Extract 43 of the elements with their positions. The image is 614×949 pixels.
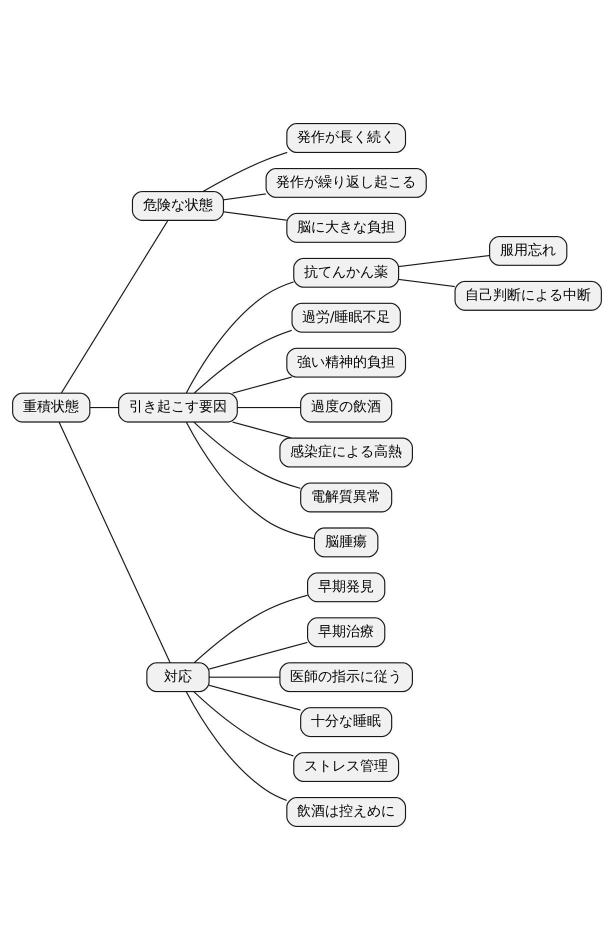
node-box: 飲酒は控えめに xyxy=(286,796,406,826)
connector xyxy=(232,376,292,394)
node-box: 電解質異常 xyxy=(300,482,392,512)
connector xyxy=(193,421,301,488)
connector xyxy=(60,220,168,393)
node-box: 引き起こす要因 xyxy=(118,392,238,422)
connector xyxy=(232,421,292,438)
node-box: 脳腫瘍 xyxy=(314,526,378,557)
connector xyxy=(186,690,287,800)
connector xyxy=(90,406,119,408)
node-box: 過度の飲酒 xyxy=(300,392,392,422)
connector xyxy=(194,594,308,663)
node-box: 脳に大きな負担 xyxy=(286,212,406,242)
node-box: 十分な睡眠 xyxy=(300,706,392,737)
connector xyxy=(209,676,280,678)
node-box: 早期治療 xyxy=(307,616,386,647)
node-box: 重積状態 xyxy=(12,392,90,422)
connector xyxy=(186,421,314,539)
connector xyxy=(194,329,292,394)
node-box: 対応 xyxy=(146,662,210,692)
connector xyxy=(398,278,455,287)
node-box: 抗てんかん薬 xyxy=(293,257,400,288)
node-box: 過労/睡眠不足 xyxy=(291,302,401,332)
node-box: 服用忘れ xyxy=(489,235,568,266)
connector xyxy=(186,280,294,393)
connector xyxy=(224,210,287,220)
connector xyxy=(209,684,301,710)
node-box: 早期発見 xyxy=(307,572,386,602)
connector xyxy=(202,151,288,192)
connector xyxy=(398,254,490,267)
node-box: 自己判断による中断 xyxy=(454,280,602,310)
connector xyxy=(58,421,171,662)
node-box: 発作が長く続く xyxy=(286,122,406,152)
node-box: ストレス管理 xyxy=(293,752,400,782)
connector xyxy=(238,406,301,408)
node-box: 危険な状態 xyxy=(132,190,224,220)
connector xyxy=(209,641,308,670)
node-box: 強い精神的負担 xyxy=(286,347,406,378)
connector xyxy=(224,192,266,200)
node-box: 発作が繰り返し起こる xyxy=(266,167,427,198)
node-box: 医師の指示に従う xyxy=(279,662,413,692)
connector xyxy=(193,690,294,756)
node-box: 感染症による高熱 xyxy=(279,437,413,467)
